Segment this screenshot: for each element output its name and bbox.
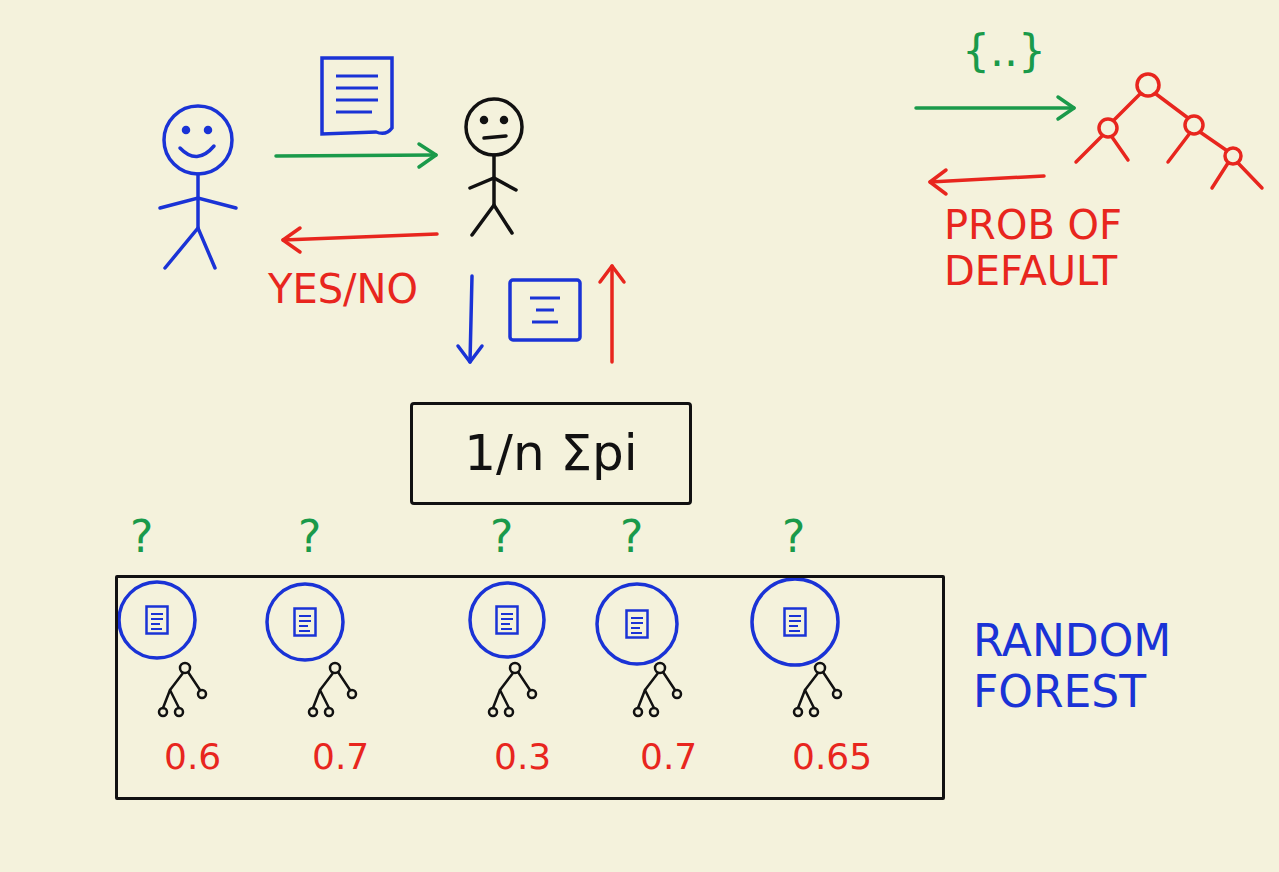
input-arrow: [916, 106, 1074, 110]
question-mark: ?: [298, 512, 321, 563]
answer-label: YES/NO: [268, 266, 418, 312]
person-arms: [160, 198, 236, 208]
sample-document: [497, 607, 518, 634]
node-title: 1/n Σpi: [464, 425, 637, 483]
document-lines: [530, 298, 560, 322]
sample-circle: [470, 583, 544, 657]
arrow-head: [419, 144, 436, 167]
banker-legs: [472, 205, 512, 235]
formula-box: 1/n Σpi: [410, 402, 692, 505]
result-up-arrow: [610, 266, 614, 362]
sample-circle: [752, 579, 838, 665]
banker-head: [466, 99, 522, 155]
question-mark: ?: [490, 512, 513, 563]
decision-tree: [489, 663, 536, 716]
question-mark: ?: [782, 512, 805, 563]
tree-branch: [1212, 163, 1262, 188]
decision-tree: [794, 663, 841, 716]
sample-circle: [119, 582, 195, 658]
output-arrow: [930, 176, 1044, 182]
probability-value: 0.7: [312, 736, 369, 777]
tree-branch: [1168, 132, 1226, 162]
person-legs: [165, 228, 215, 268]
decision-tree: [309, 663, 356, 716]
person-head: [164, 106, 232, 174]
decision-tree: [159, 663, 206, 716]
tree-branch: [1076, 136, 1128, 162]
banker-arms: [470, 178, 516, 190]
query-down-arrow: [470, 276, 472, 362]
banker-eye: [482, 118, 487, 123]
person-eye: [184, 128, 189, 133]
banker-mouth: [484, 136, 506, 138]
answer-arrow: [283, 234, 437, 240]
output-label: PROB OF DEFAULT: [944, 202, 1159, 294]
sample-document: [295, 609, 316, 636]
question-mark: ?: [130, 512, 153, 563]
arrow-head: [600, 266, 624, 282]
request-arrow: [276, 155, 436, 156]
application-document: [322, 58, 392, 134]
feature-set-label: {..}: [962, 26, 1046, 77]
question-mark: ?: [620, 512, 643, 563]
sample-document: [147, 607, 168, 634]
node-title: RANDOM FOREST: [973, 616, 1223, 717]
sample-circle: [267, 584, 343, 660]
person-body: [196, 174, 200, 228]
sample-circle: [597, 584, 677, 664]
person-eye: [206, 128, 211, 133]
probability-value: 0.65: [792, 736, 872, 777]
person-smile: [180, 146, 214, 157]
arrow-head: [930, 170, 946, 194]
sample-document: [627, 611, 648, 638]
query-document: [510, 280, 580, 340]
arrow-head: [1058, 97, 1074, 119]
banker-eye: [502, 118, 507, 123]
sample-document: [785, 609, 806, 636]
probability-value: 0.7: [640, 736, 697, 777]
probability-value: 0.3: [494, 736, 551, 777]
probability-value: 0.6: [164, 736, 221, 777]
decision-tree: [634, 663, 681, 716]
arrow-head: [283, 228, 300, 252]
document-lines: [336, 76, 378, 112]
arrow-head: [458, 346, 482, 362]
tree-branch: [1114, 94, 1188, 120]
